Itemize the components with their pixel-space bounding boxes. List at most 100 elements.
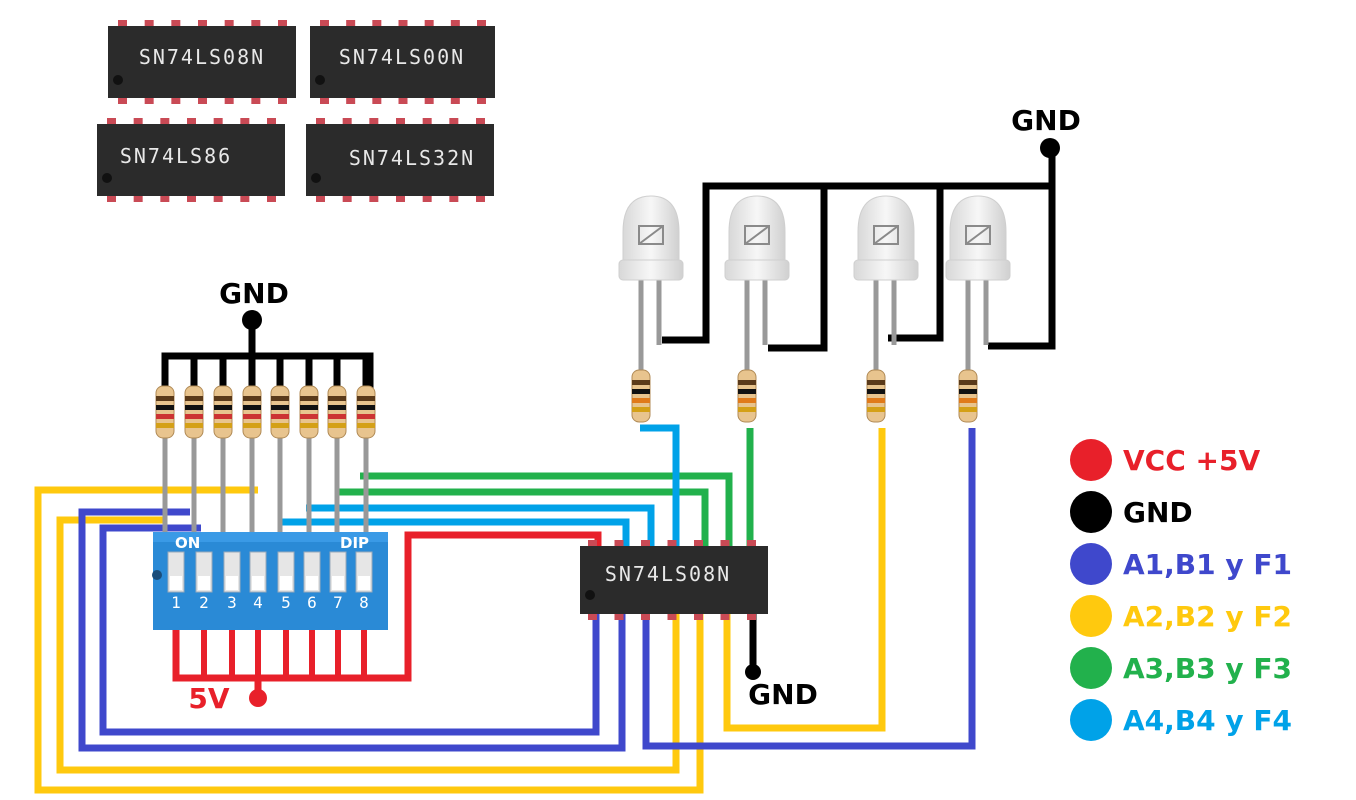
led [724, 195, 790, 423]
chip-pin [424, 20, 434, 26]
dip-switch-knob [170, 576, 182, 590]
led-dome [857, 195, 915, 263]
legend-swatch [1070, 699, 1112, 741]
chip-sn74ls32n-top: SN74LS32N [306, 124, 494, 196]
chip-pin [187, 196, 196, 202]
led-die [744, 225, 770, 245]
wire-black [768, 186, 828, 352]
chip-pin [118, 98, 127, 104]
chip-sn74ls08n-top: SN74LS08N [108, 26, 296, 98]
chip-pin [369, 118, 379, 124]
chip-pin [720, 540, 730, 546]
resistor-band [328, 396, 346, 401]
resistor-band [243, 396, 261, 401]
resistor-band [271, 423, 289, 428]
resistor-band [328, 423, 346, 428]
dip-number: 8 [359, 593, 369, 612]
resistor-band [271, 405, 289, 410]
chip-pin [694, 540, 703, 546]
gnd-node-top [1040, 138, 1060, 158]
chip-pin [198, 20, 207, 26]
chip-pin [346, 20, 356, 26]
chip-pin [477, 98, 486, 104]
chip-pin [171, 20, 181, 26]
legend-label: A3,B3 y F3 [1123, 652, 1292, 685]
chip-pin [747, 540, 756, 546]
chip-pin [720, 614, 730, 620]
chip-pin [251, 20, 261, 26]
wire-green [360, 472, 733, 546]
led-base [618, 259, 684, 281]
resistor-band [959, 380, 977, 385]
resistor-body [631, 369, 651, 423]
resistor [737, 369, 757, 423]
resistor-band [243, 423, 261, 428]
resistor-band [328, 414, 346, 419]
chip-pin [369, 196, 379, 202]
resistor [242, 385, 262, 439]
gnd-label-top: GND [1011, 104, 1081, 137]
wire-cyan [640, 424, 680, 546]
wire-blue [642, 428, 976, 750]
chip-pin [372, 20, 382, 26]
vcc-node [249, 689, 267, 707]
chip-label: SN74LS32N [349, 146, 475, 170]
legend-swatch [1070, 439, 1112, 481]
chip-pin [267, 196, 276, 202]
resistor-band [185, 423, 203, 428]
chip-label: SN74LS08N [605, 562, 731, 586]
resistor-band [867, 380, 885, 385]
dip-number: 4 [253, 593, 263, 612]
resistor-band [357, 405, 375, 410]
resistor-body [866, 369, 886, 423]
wires [34, 150, 1056, 794]
chip-pin [422, 118, 432, 124]
legend-label: GND [1123, 496, 1193, 529]
resistor-band [867, 407, 885, 412]
chip-pin [107, 196, 116, 202]
resistor-band [738, 380, 756, 385]
chip-pin [588, 614, 597, 620]
chip-pin [641, 614, 650, 620]
chip-pin [477, 20, 486, 26]
resistor [958, 369, 978, 423]
chip-pin [588, 540, 597, 546]
chip-pin [476, 118, 485, 124]
chip-pin [449, 196, 459, 202]
chip-pin [320, 98, 329, 104]
chip-pin [342, 118, 352, 124]
chip-pin [107, 118, 116, 124]
dip-switch-knob [358, 576, 370, 590]
resistor-band [156, 405, 174, 410]
wire-yellow [34, 486, 704, 794]
dip-switch-knob [332, 576, 344, 590]
wire-red [404, 531, 602, 546]
resistor [270, 385, 290, 439]
resistor [356, 385, 376, 439]
chip-pin [187, 118, 196, 124]
resistor-band [867, 398, 885, 403]
resistor [866, 369, 886, 423]
chip-pin [641, 540, 650, 546]
chip-label: SN74LS08N [139, 45, 265, 69]
wire-black [662, 150, 1056, 344]
resistor-band [185, 396, 203, 401]
chip-pin [144, 20, 154, 26]
chip-pin [316, 196, 325, 202]
chip-pin [398, 20, 408, 26]
chip-pin [424, 98, 434, 104]
wire-green [337, 488, 709, 546]
chip-pin [316, 118, 325, 124]
wire-black [988, 186, 1056, 350]
resistor-band [959, 389, 977, 394]
dip-number: 2 [199, 593, 209, 612]
chip-pin [160, 118, 170, 124]
resistor-band [738, 398, 756, 403]
dip-switch-knob [198, 576, 210, 590]
resistor-body [270, 385, 290, 439]
resistor-band [357, 423, 375, 428]
legend-label: A2,B2 y F2 [1123, 600, 1292, 633]
resistor-band [357, 414, 375, 419]
resistor-body [213, 385, 233, 439]
